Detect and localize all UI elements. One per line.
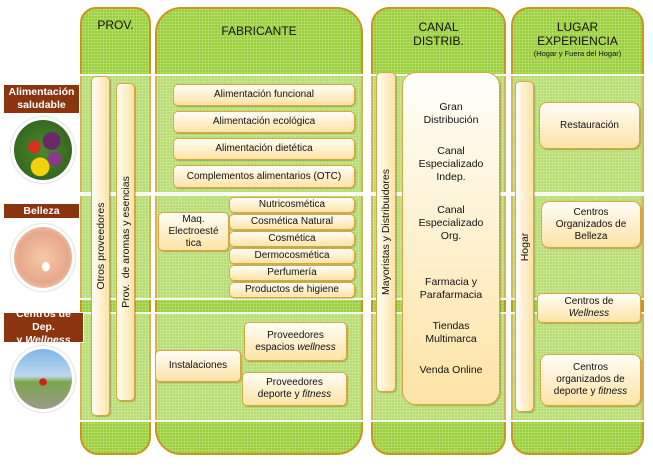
box-line: Proveedores bbox=[267, 329, 324, 341]
box-line: deporte y fitness bbox=[257, 389, 332, 400]
prov-aromas-bar: Prov. de aromas y esencias bbox=[116, 83, 135, 401]
canal-main-box bbox=[402, 72, 500, 405]
box-line: espacios wellness bbox=[255, 341, 336, 353]
canal-header-line: CANAL bbox=[418, 20, 459, 34]
prov-header: PROV. bbox=[97, 18, 134, 32]
lugar-header-line: EXPERIENCIA bbox=[537, 34, 618, 48]
hogar-label: Hogar bbox=[518, 232, 531, 261]
row-label-line: Alimentación bbox=[8, 86, 75, 98]
fab-productos-higiene: Productos de higiene bbox=[229, 282, 355, 298]
fabricante-header: FABRICANTE bbox=[221, 24, 297, 38]
row-label-line: y Wellness bbox=[16, 334, 71, 346]
smiling-woman-photo bbox=[11, 224, 75, 291]
prov-aromas-label: Prov. de aromas y esencias bbox=[119, 176, 132, 308]
box-line: Electroesté bbox=[168, 225, 219, 237]
otros-proveedores-label: Otros proveedores bbox=[94, 202, 107, 290]
lugar-restauracion: Restauración bbox=[539, 102, 640, 149]
box-line: Centros de bbox=[564, 296, 614, 307]
box-line: Wellness bbox=[568, 308, 610, 319]
fab-dermocosmetica: Dermocosmética bbox=[229, 248, 355, 264]
box-line: deporte y fitness bbox=[553, 386, 628, 397]
box-line: organizados de bbox=[556, 374, 625, 385]
fab-cosmetica: Cosmética bbox=[229, 231, 355, 247]
fab-cosmetica-natural: Cosmética Natural bbox=[229, 214, 355, 230]
box-line: tica bbox=[185, 237, 202, 249]
canal-header-line: DISTRIB. bbox=[413, 34, 464, 48]
fab-perfumeria: Perfumería bbox=[229, 265, 355, 281]
mayoristas-label: Mayoristas y Distribuidores bbox=[380, 168, 392, 296]
mayoristas-bar: Mayoristas y Distribuidores bbox=[376, 72, 396, 392]
fab-alimentacion-dietetica: Alimentación dietética bbox=[173, 138, 355, 160]
row-label-centros: Centros de Dep.y Wellness bbox=[3, 308, 84, 346]
row-label-belleza: Belleza bbox=[3, 203, 80, 219]
box-line: Proveedores bbox=[266, 377, 323, 388]
fab-alimentacion-funcional: Alimentación funcional bbox=[173, 84, 355, 106]
box-line: Organizados de bbox=[555, 218, 627, 230]
fab-alimentacion-ecologica: Alimentación ecológica bbox=[173, 111, 355, 133]
otros-proveedores-bar: Otros proveedores bbox=[91, 76, 110, 416]
box-line: Centros bbox=[573, 206, 609, 218]
fab-instalaciones: Instalaciones bbox=[155, 350, 241, 382]
lugar-subheader: (Hogar y Fuera del Hogar) bbox=[533, 49, 622, 58]
fab-complementos: Complementos alimentarios (OTC) bbox=[173, 165, 355, 188]
lugar-header-line: LUGAR bbox=[556, 20, 599, 34]
vegetables-photo bbox=[11, 117, 75, 183]
row-label-line: saludable bbox=[17, 99, 66, 111]
people-walking-photo bbox=[11, 346, 75, 412]
row-label-line: Centros de Dep. bbox=[16, 308, 71, 333]
fab-nutricosmetica: Nutricosmética bbox=[229, 197, 355, 213]
hogar-bar: Hogar bbox=[515, 81, 534, 412]
box-line: Belleza bbox=[574, 230, 608, 242]
canal-venda-online: Venda Online bbox=[419, 364, 483, 376]
box-line: Centros bbox=[572, 362, 608, 373]
box-line: Maq. bbox=[182, 213, 205, 225]
